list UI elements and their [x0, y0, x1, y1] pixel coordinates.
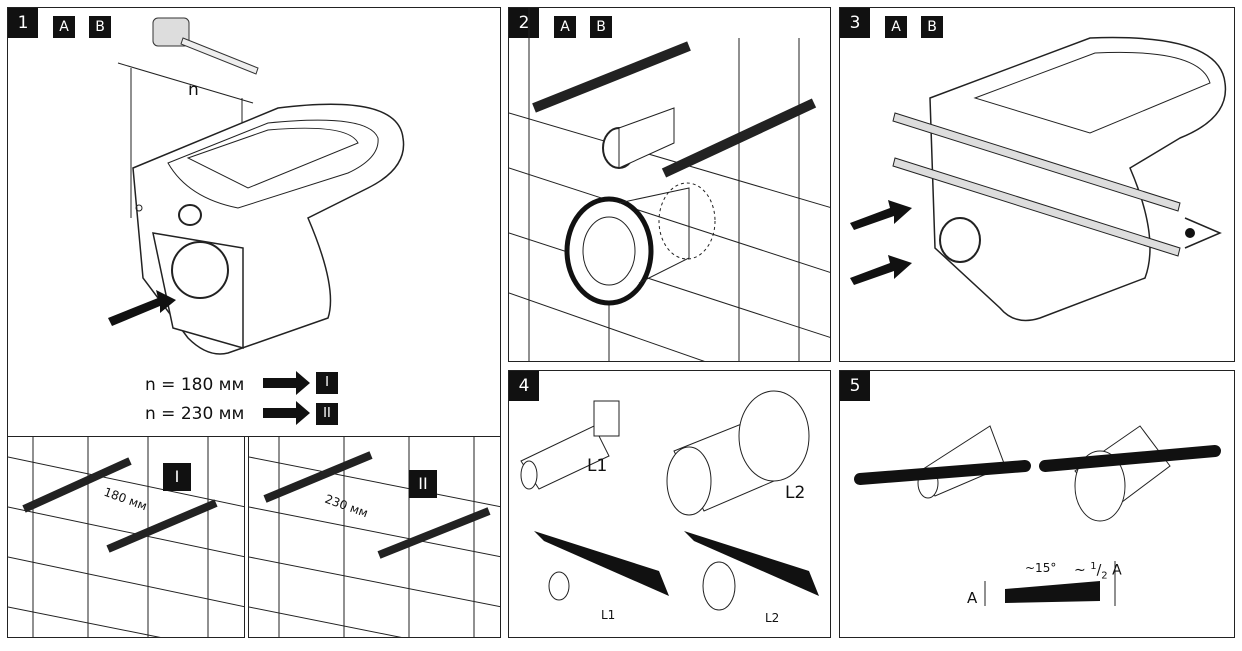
length-l2: L2 [785, 483, 806, 503]
eye-icon [1184, 217, 1222, 249]
angle-label: ~15° [1025, 561, 1057, 575]
panel-number: 2 [509, 8, 539, 38]
rule-230: n = 230 мм [145, 404, 245, 424]
fraction-denominator: 2 [1101, 570, 1108, 582]
cutting-illustration [520, 390, 819, 611]
panel-number: 5 [840, 371, 870, 401]
roman-i: I [163, 463, 191, 491]
panel-3: 3 A B [839, 7, 1235, 362]
approx-sign: ~ [1074, 562, 1086, 579]
length-l1-small: L1 [601, 608, 616, 622]
rule-arrows [263, 371, 310, 425]
n-label: n [188, 80, 199, 100]
arrow-right-icon [263, 401, 310, 425]
panel-1: 1 A B n n = 180 мм n = 230 мм I II [7, 7, 501, 437]
panel-1-ii: II 230 мм [248, 436, 501, 638]
roman-ii: II [409, 470, 437, 498]
fraction-a: A [1112, 562, 1122, 579]
panel-5: 5 ~15° ~ 1/2 A A [839, 370, 1235, 638]
tag-a: A [885, 16, 907, 38]
rule-180: n = 180 мм [145, 375, 245, 395]
panel-1-i: I 180 мм [7, 436, 245, 638]
panel-4: 4 L1 L2 L1 L2 [508, 370, 831, 638]
half-a-label: ~ 1/2 A [1074, 561, 1122, 582]
tag-b: B [89, 16, 111, 38]
tile-wall-ii [249, 437, 500, 637]
rule-target-i: I [316, 372, 338, 394]
tape-measure-icon [152, 17, 259, 75]
length-l2-small: L2 [765, 611, 780, 625]
tag-b: B [590, 16, 612, 38]
tag-b: B [921, 16, 943, 38]
panel-2: 2 A B [508, 7, 831, 362]
pipe-illustration [509, 8, 830, 361]
length-l1: L1 [587, 456, 608, 476]
toilet-illustration [108, 17, 405, 355]
tile-wall-i [8, 437, 244, 637]
deburring-illustration [854, 425, 1221, 606]
fitting-illustration [850, 36, 1227, 322]
arrow-right-icon [263, 371, 310, 395]
a-label: A [967, 589, 978, 607]
panel-number: 1 [8, 8, 38, 38]
panel-number: 4 [509, 371, 539, 401]
rule-target-ii: II [316, 403, 338, 425]
tag-a: A [53, 16, 75, 38]
fraction-numerator: 1 [1090, 561, 1097, 572]
panel-number: 3 [840, 8, 870, 38]
tag-a: A [554, 16, 576, 38]
